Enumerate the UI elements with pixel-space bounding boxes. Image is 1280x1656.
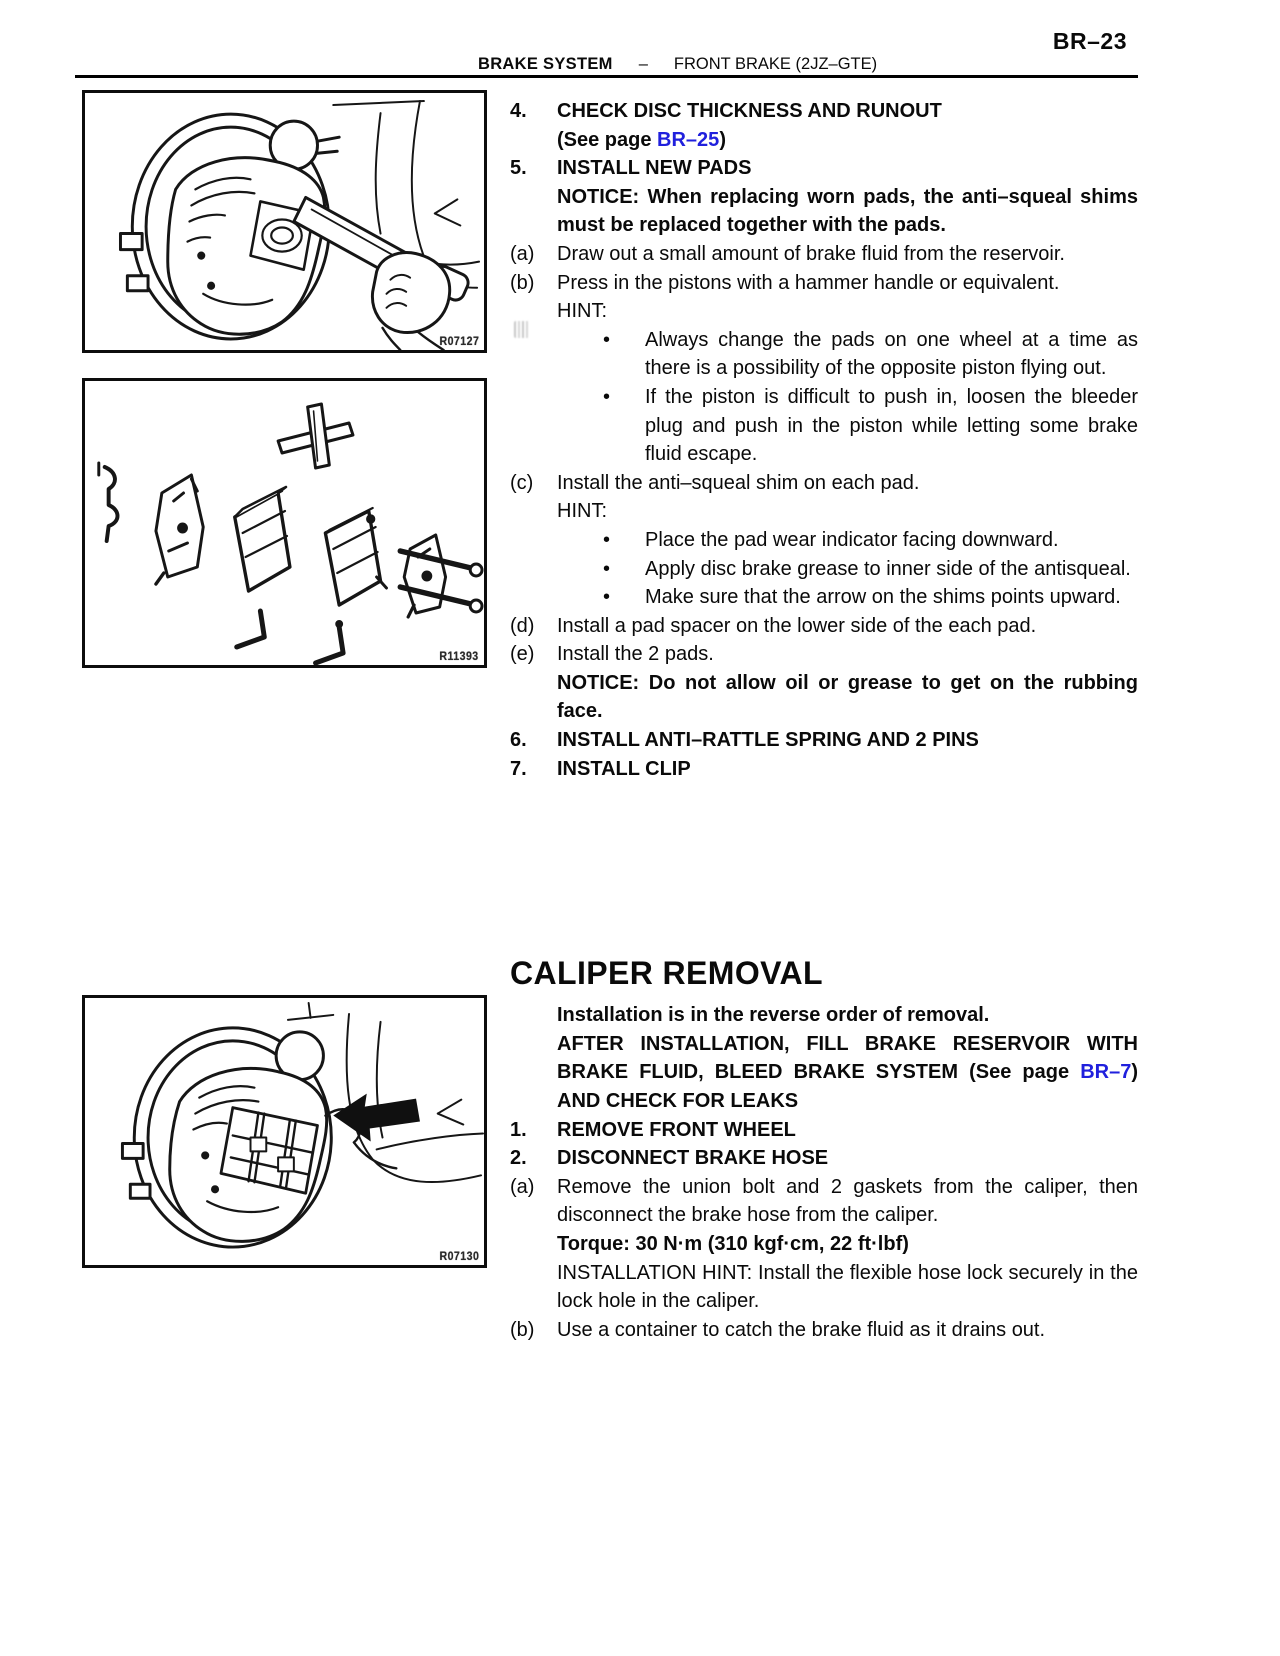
step-7: 7. INSTALL CLIP xyxy=(510,755,1138,784)
pointer-arrow xyxy=(333,1093,420,1142)
notice-no-oil: NOTICE: Do not allow oil or grease to ge… xyxy=(510,669,1138,726)
figure-code: R11393 xyxy=(439,651,479,663)
step-4-see-page: (See page BR–25) xyxy=(510,126,1138,155)
header-section: BRAKE SYSTEM xyxy=(478,55,613,73)
figure-frame-pad-kit: R11393 xyxy=(82,378,487,668)
bullet-text: Apply disc brake grease to inner side of… xyxy=(645,557,1131,580)
pad-kit-exploded-illustration xyxy=(97,402,484,665)
hint-label: HINT: xyxy=(557,300,607,323)
notice-text: NOTICE: Do not allow oil or grease to ge… xyxy=(557,671,1138,723)
substep-c: (c) Install the anti–squeal shim on each… xyxy=(510,469,1138,498)
intro-text: Installation is in the reverse order of … xyxy=(557,1004,990,1027)
substep-label: (a) xyxy=(510,1175,535,1198)
bullet-text: Place the pad wear indicator facing down… xyxy=(645,528,1059,551)
figure-code: R07130 xyxy=(439,1251,479,1263)
see-page-prefix: (See page xyxy=(557,128,658,151)
substep-text: Press in the pistons with a hammer handl… xyxy=(557,271,1060,294)
hint-1-bullet-2: • If the piston is difficult to push in,… xyxy=(603,383,1138,469)
caliper-substep-b: (b) Use a container to catch the brake f… xyxy=(510,1316,1138,1345)
intro-prefix: AFTER INSTALLATION, FILL BRAKE RESERVOIR… xyxy=(557,1032,1138,1084)
caliper-substep-a: (a) Remove the union bolt and 2 gaskets … xyxy=(510,1173,1138,1230)
substep-label: (a) xyxy=(510,242,535,265)
substep-text: Install the anti–squeal shim on each pad… xyxy=(557,471,920,494)
substep-text: Install a pad spacer on the lower side o… xyxy=(557,614,1037,637)
running-header: BRAKE SYSTEM – FRONT BRAKE (2JZ–GTE) xyxy=(478,55,877,74)
step-number: 5. xyxy=(510,157,527,180)
substep-label: (d) xyxy=(510,614,535,637)
caliper-intro-1: Installation is in the reverse order of … xyxy=(510,1001,1138,1030)
step-1: 1. REMOVE FRONT WHEEL xyxy=(510,1116,1138,1145)
intro-suffix: ) AND CHECK FOR LEAKS xyxy=(557,1061,1138,1113)
page-number: BR–23 xyxy=(1052,28,1127,54)
hint-2-bullet-3: • Make sure that the arrow on the shims … xyxy=(603,583,1138,612)
substep-text: Use a container to catch the brake fluid… xyxy=(557,1318,1046,1341)
print-smudge xyxy=(514,321,529,339)
section-heading-caliper-removal: CALIPER REMOVAL xyxy=(510,955,823,992)
figure-frame-caliper-removal: R07130 xyxy=(82,995,487,1268)
substep-e: (e) Install the 2 pads. xyxy=(510,640,1138,669)
bullet-icon: • xyxy=(603,586,611,609)
step-5: 5. INSTALL NEW PADS xyxy=(510,154,1138,183)
torque-spec: Torque: 30 N·m (310 kgf·cm, 22 ft·lbf) xyxy=(510,1230,1138,1259)
substep-text: Install the 2 pads. xyxy=(557,643,714,666)
step-title: INSTALL NEW PADS xyxy=(557,157,752,180)
step-4: 4. CHECK DISC THICKNESS AND RUNOUT xyxy=(510,97,1138,126)
substep-a: (a) Draw out a small amount of brake flu… xyxy=(510,240,1138,269)
substep-label: (c) xyxy=(510,471,534,494)
step-title: REMOVE FRONT WHEEL xyxy=(557,1118,796,1141)
hint-label: HINT: xyxy=(557,500,607,523)
link-br-7[interactable]: BR–7 xyxy=(1080,1061,1132,1084)
installation-hint: INSTALLATION HINT: Install the flexible … xyxy=(510,1259,1138,1316)
link-br-25[interactable]: BR–25 xyxy=(657,128,720,151)
torque-value: Torque: 30 N·m (310 kgf·cm, 22 ft·lbf) xyxy=(557,1233,909,1255)
substep-text: Draw out a small amount of brake fluid f… xyxy=(557,242,1065,265)
substep-text: Remove the union bolt and 2 gaskets from… xyxy=(557,1175,1138,1227)
bullet-icon: • xyxy=(603,328,611,351)
step-6: 6. INSTALL ANTI–RATTLE SPRING AND 2 PINS xyxy=(510,726,1138,755)
figure-code: R07127 xyxy=(439,336,479,348)
step-number: 1. xyxy=(510,1118,527,1141)
caliper-removal-illustration xyxy=(120,1001,484,1249)
substep-label: (b) xyxy=(510,1318,535,1341)
step-number: 6. xyxy=(510,729,527,752)
bullet-text: If the piston is difficult to push in, l… xyxy=(645,385,1138,466)
header-subsection: FRONT BRAKE (2JZ–GTE) xyxy=(673,55,878,73)
bullet-icon: • xyxy=(603,385,611,408)
step-number: 4. xyxy=(510,100,527,122)
header-rule xyxy=(75,75,1138,78)
step-title: INSTALL CLIP xyxy=(557,757,691,780)
step-number: 7. xyxy=(510,757,527,780)
step-title: INSTALL ANTI–RATTLE SPRING AND 2 PINS xyxy=(557,729,979,752)
hint-2-bullet-2: • Apply disc brake grease to inner side … xyxy=(603,555,1138,584)
step-2: 2. DISCONNECT BRAKE HOSE xyxy=(510,1144,1138,1173)
notice-replace-shims: NOTICE: When replacing worn pads, the an… xyxy=(510,183,1138,240)
caliper-piston-press-illustration xyxy=(118,100,481,350)
step-title: DISCONNECT BRAKE HOSE xyxy=(557,1147,829,1170)
hint-1-bullet-1: • Always change the pads on one wheel at… xyxy=(603,326,1138,383)
bullet-icon: • xyxy=(603,557,611,580)
step-title: CHECK DISC THICKNESS AND RUNOUT xyxy=(557,100,942,122)
caliper-intro-2: AFTER INSTALLATION, FILL BRAKE RESERVOIR… xyxy=(510,1030,1138,1116)
bullet-icon: • xyxy=(603,528,611,551)
figure-frame-piston-press: R07127 xyxy=(82,90,487,353)
substep-b: (b) Press in the pistons with a hammer h… xyxy=(510,269,1138,298)
installation-hint-text: INSTALLATION HINT: Install the flexible … xyxy=(557,1261,1138,1313)
procedure-text-column: 4. CHECK DISC THICKNESS AND RUNOUT (See … xyxy=(510,97,1138,1344)
see-page-suffix: ) xyxy=(719,128,726,151)
notice-text: NOTICE: When replacing worn pads, the an… xyxy=(557,185,1138,237)
header-dash: – xyxy=(638,55,648,73)
bullet-text: Make sure that the arrow on the shims po… xyxy=(645,586,1121,609)
step-number: 2. xyxy=(510,1147,527,1170)
substep-d: (d) Install a pad spacer on the lower si… xyxy=(510,612,1138,641)
hint-2-bullet-1: • Place the pad wear indicator facing do… xyxy=(603,526,1138,555)
hint-2: HINT: xyxy=(510,497,1138,526)
hint-1: HINT: xyxy=(510,297,1138,339)
substep-label: (e) xyxy=(510,643,535,666)
substep-label: (b) xyxy=(510,271,535,294)
bullet-text: Always change the pads on one wheel at a… xyxy=(645,328,1138,380)
